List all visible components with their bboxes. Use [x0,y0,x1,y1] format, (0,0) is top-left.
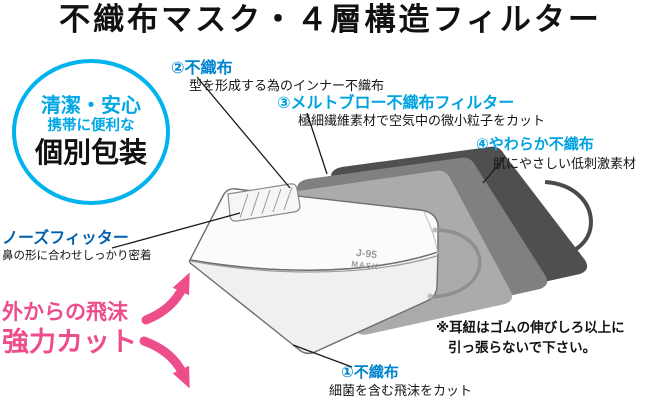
mask-print-line2: MASK [351,259,379,271]
ear-strap-caution-line1: ※耳紐はゴムの伸びしろ以上に [436,320,625,335]
droplet-arrow-down-icon [139,336,190,389]
ear-loop-front-icon [430,228,482,299]
callout-line-layer4 [482,156,506,184]
callout-layer2-desc: 型を形成する為のインナー不織布 [189,78,385,93]
mask-print-line1: J-95 [355,247,377,261]
callout-layer1-title: ①不織布 [341,364,399,381]
ear-loop-weld-bottom [427,293,433,299]
droplet-arrow-up-icon [141,272,190,325]
droplet-note-line2: 強力カット [2,327,137,357]
callout-nose-fitter-desc: 鼻の形に合わせしっかり密着 [2,250,152,262]
packaging-badge: 清潔・安心 携帯に便利な 個別包装 [12,59,170,205]
page-title: 不織布マスク・４層構造フィルター [59,2,602,37]
mask-crease-line [190,255,438,273]
mask-side-fold-line [423,211,439,255]
callout-line-nose-fitter [111,212,241,249]
ear-strap-caution-line2: 引っ張らないで下さい。 [448,340,597,356]
callout-layer4-desc: 肌にやさしい低刺激素材 [493,156,637,171]
badge-line1: 清潔・安心 [41,95,141,118]
callout-layer3-desc: 極細繊維素材で空気中の微小粒子をカット [298,113,546,128]
callout-line-layer1 [292,344,353,368]
nose-fitter-hatch-icon [239,186,293,219]
badge-line3: 個別包装 [34,137,147,169]
callout-layer3-title: ③メルトブロー不織布フィルター [277,95,515,112]
callout-line-layer3 [306,112,328,175]
callout-nose-fitter-title: ノーズフィッター [2,230,129,247]
ear-loop-weld-top [432,227,438,233]
callout-layer1-desc: 細菌を含む飛沫をカット [329,383,473,398]
droplet-note-line1: 外からの飛沫 [2,301,128,324]
callout-line-layer2 [196,76,291,189]
mask-print: J-95 MASK [351,247,379,272]
badge-line2: 携帯に便利な [47,118,135,135]
callout-layer2-title: ②不織布 [171,60,233,77]
ear-strap-caution: ※耳紐はゴムの伸びしろ以上に 引っ張らないで下さい。 [436,318,625,359]
callout-layer4-title: ④やわらか不織布 [476,136,594,153]
nose-fitter-patch [227,183,301,222]
